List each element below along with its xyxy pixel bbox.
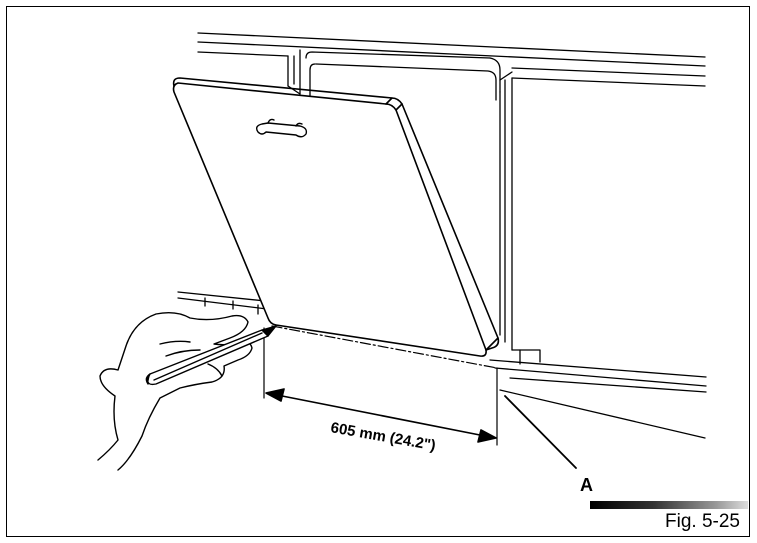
- extension-lines: [263, 327, 498, 446]
- left-cabinet-panel: [287, 55, 295, 87]
- pencil-icon: [145, 325, 277, 386]
- callout-label-a: A: [580, 475, 593, 495]
- dimension-arrow: [265, 388, 497, 443]
- cabinet-top-edge: [197, 32, 706, 67]
- caption-bar: [590, 501, 748, 509]
- dishwasher-opening: [287, 49, 501, 101]
- dimension-label: 605 mm (24.2"): [329, 419, 437, 454]
- door-handle: [255, 118, 308, 138]
- dishwasher-door: [172, 77, 500, 357]
- plinth-lines: [177, 291, 707, 439]
- figure-caption: Fig. 5-25: [665, 511, 740, 532]
- hand-icon: [97, 311, 253, 471]
- pencil-mark-line: [271, 325, 498, 369]
- right-cabinet-panel: [499, 67, 706, 365]
- callout-leader: [504, 395, 577, 469]
